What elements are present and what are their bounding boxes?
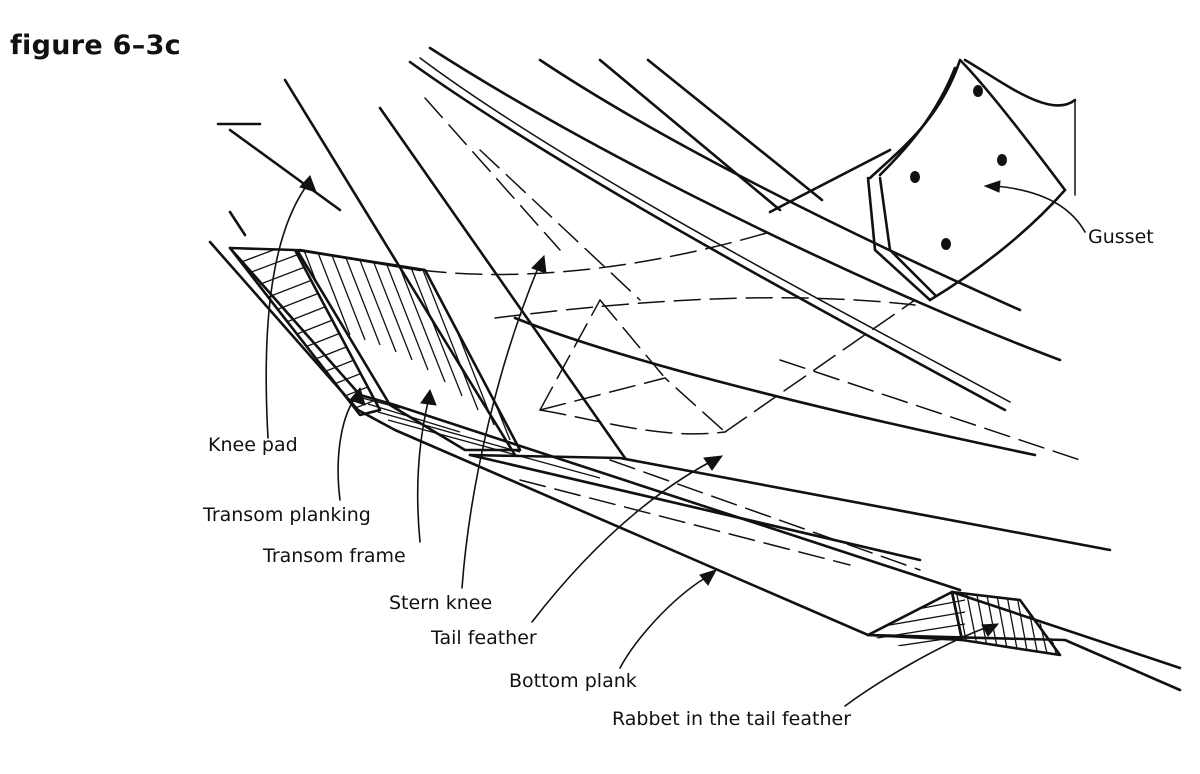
leader-transom-frame xyxy=(416,388,437,543)
stern-knee-members xyxy=(283,46,1062,562)
arrowhead-icon xyxy=(349,386,366,406)
bolt-icon xyxy=(941,238,951,250)
leader-tail-feather xyxy=(531,455,724,623)
label-stern-knee: Stern knee xyxy=(389,592,493,614)
tail-feather-end-hatch xyxy=(866,590,966,651)
label-gusset: Gusset xyxy=(1088,226,1154,248)
leader-stern-knee xyxy=(461,254,547,589)
bolt-icon xyxy=(910,171,920,183)
arrowhead-icon xyxy=(983,180,1001,193)
arrowhead-icon xyxy=(699,569,718,586)
hidden-lines xyxy=(419,97,1081,571)
figure-title: figure 6–3c xyxy=(10,30,181,61)
leader-knee-pad xyxy=(265,175,317,439)
transom-frame-hatch xyxy=(295,248,522,452)
leader-transom-planking xyxy=(337,386,366,501)
gusset xyxy=(866,58,1077,302)
label-rabbet: Rabbet in the tail feather xyxy=(612,708,852,730)
arrowhead-icon xyxy=(420,388,437,406)
arrowhead-icon xyxy=(299,175,317,193)
leader-bottom-plank xyxy=(619,569,718,669)
label-knee-pad: Knee pad xyxy=(208,434,298,456)
hull-outline xyxy=(208,122,1182,692)
arrowhead-icon xyxy=(981,623,1000,637)
bolt-icon xyxy=(973,85,983,97)
label-transom-frame: Transom frame xyxy=(263,545,406,567)
label-bottom-plank: Bottom plank xyxy=(509,670,637,692)
rabbet-hatch xyxy=(950,590,1062,657)
leader-rabbet xyxy=(844,623,1000,707)
label-tail-feather: Tail feather xyxy=(431,627,537,649)
arrowhead-icon xyxy=(531,254,547,274)
bolt-icon xyxy=(997,154,1007,166)
arrowhead-icon xyxy=(703,455,724,471)
leader-gusset xyxy=(983,180,1086,233)
label-transom-planking: Transom planking xyxy=(203,504,371,526)
